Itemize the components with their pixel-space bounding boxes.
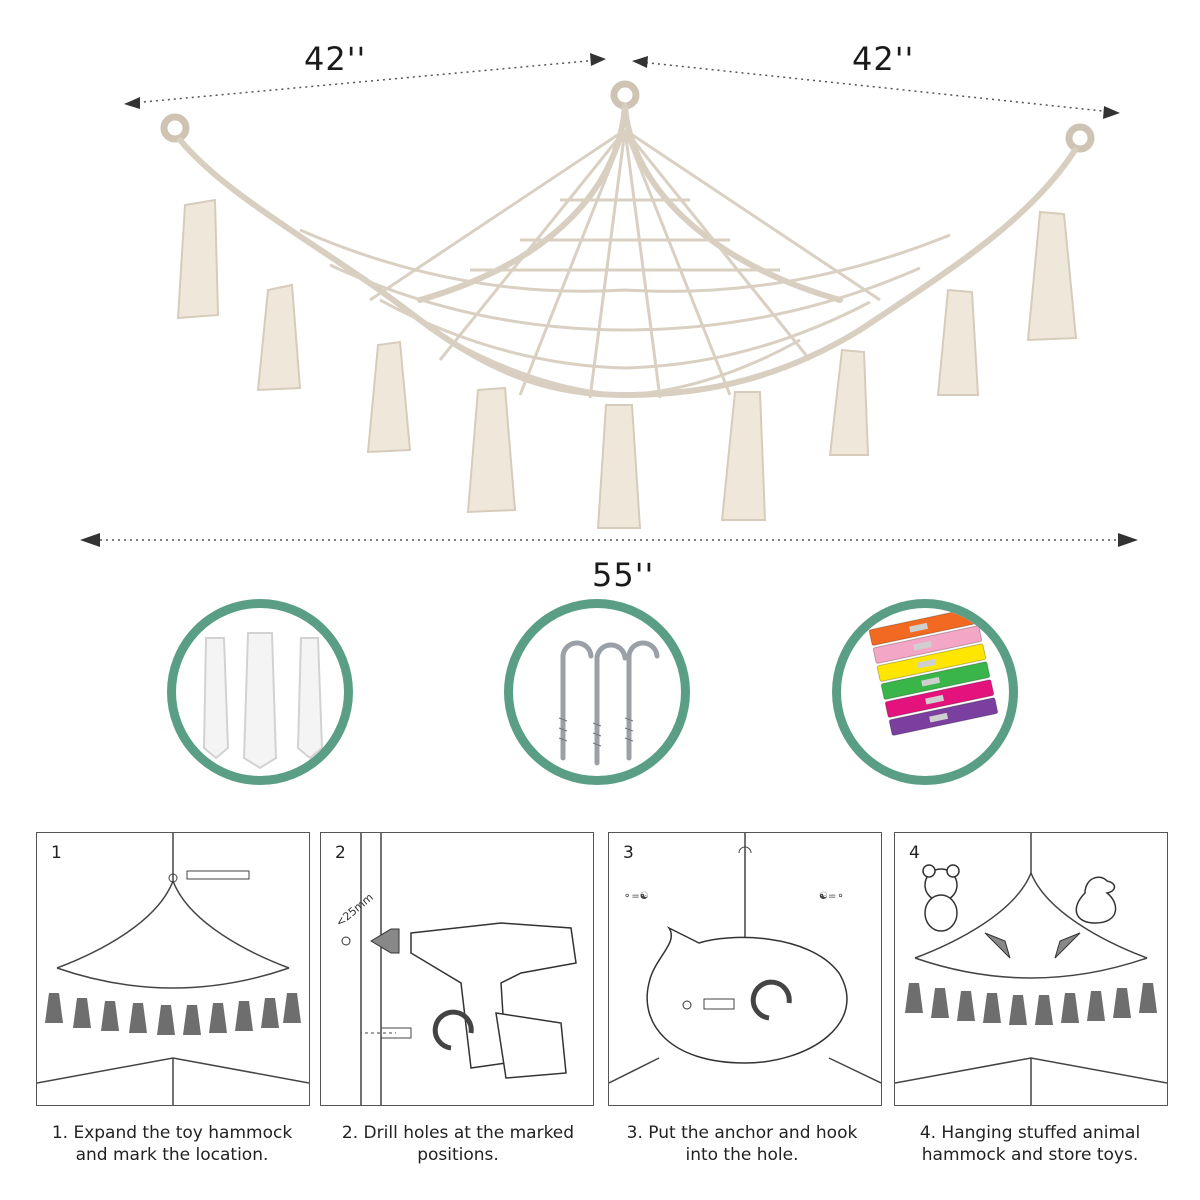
step-number: 1	[51, 843, 62, 863]
step-panel-4: 4	[894, 832, 1168, 1106]
step4-illustration	[895, 833, 1167, 1105]
step-panel-3: 3 ⚬=☯ ☯=⚬	[608, 832, 882, 1106]
dimension-label-left: 42''	[304, 40, 367, 78]
teddy-bear-icon	[922, 864, 960, 932]
hook-icon	[558, 640, 660, 766]
step-panel-2: 2 <25mm	[320, 832, 594, 1106]
hammock-illustration	[80, 53, 1138, 547]
clothespin	[888, 697, 999, 736]
clip-icon	[868, 608, 999, 736]
step-caption-1: 1. Expand the toy hammock and mark the l…	[51, 1123, 293, 1165]
measure-label: <25mm	[333, 891, 376, 930]
svg-text:⚬=☯: ⚬=☯	[623, 891, 649, 902]
clothespin	[876, 643, 987, 682]
duck-icon	[1075, 876, 1117, 924]
step-caption-3: 3. Put the anchor and hook into the hole…	[626, 1123, 858, 1165]
tassels	[176, 198, 1078, 529]
step-caption-2: 2. Drill holes at the marked positions.	[341, 1123, 575, 1165]
step2-illustration: <25mm	[333, 833, 577, 1105]
svg-text:☯=⚬: ☯=⚬	[819, 891, 845, 902]
clothespin	[872, 625, 983, 664]
clothespin	[880, 661, 991, 700]
accessory-clips	[832, 599, 1018, 785]
step-number: 3	[623, 843, 634, 863]
step-caption-4: 4. Hanging stuffed animal hammock and st…	[919, 1123, 1141, 1165]
step-number: 4	[909, 843, 920, 863]
dimension-label-right: 42''	[852, 40, 915, 78]
anchor-icon	[202, 632, 324, 770]
dimension-label-bottom: 55''	[592, 556, 655, 594]
accessory-anchors	[167, 599, 353, 785]
step-panel-1: 1	[36, 832, 310, 1106]
clothespin	[884, 679, 995, 718]
accessory-hooks	[504, 599, 690, 785]
step1-illustration	[37, 833, 309, 1105]
step3-illustration: ⚬=☯ ☯=⚬	[609, 833, 881, 1084]
step-number: 2	[335, 843, 346, 863]
